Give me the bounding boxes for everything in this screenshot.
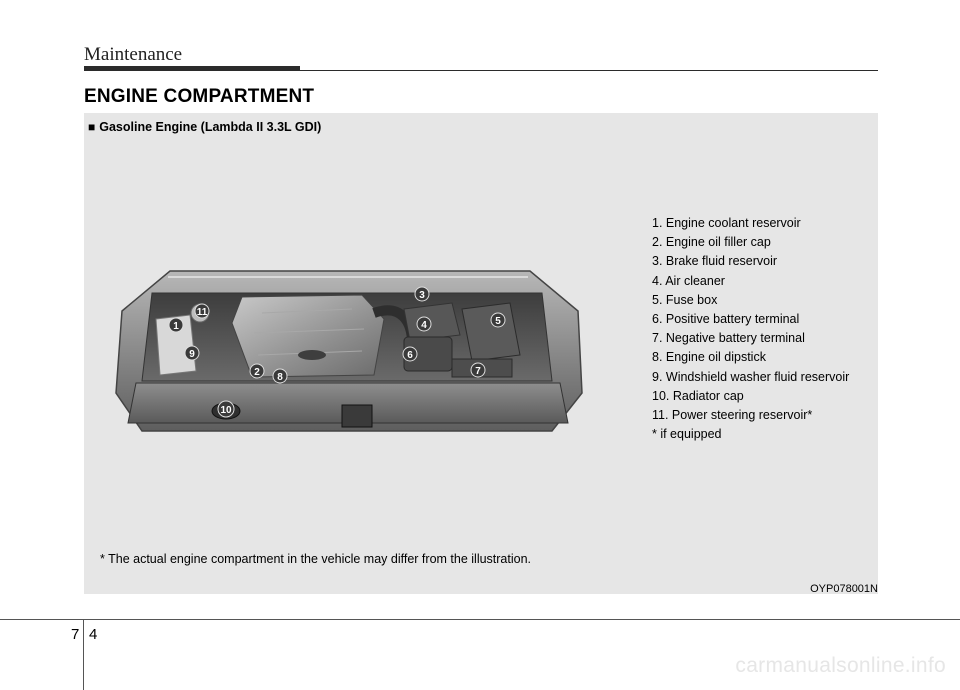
legend-item: 3. Brake fluid reservoir [652, 254, 778, 269]
legend-item: 9. Windshield washer fluid reservoir [652, 369, 850, 384]
callout-11: 11 [194, 303, 210, 319]
figure-footnote: * The actual engine compartment in the v… [100, 552, 532, 566]
figure-subtitle-text: Gasoline Engine (Lambda II 3.3L GDI) [99, 120, 322, 134]
callout-6: 6 [402, 346, 418, 362]
watermark: carmanualsonline.info [735, 654, 946, 677]
engine-cover [231, 294, 385, 378]
svg-text:1: 1 [173, 321, 179, 332]
footer-divider [83, 619, 84, 690]
chapter-number: 7 [71, 626, 80, 643]
page-number: 4 [89, 626, 98, 643]
legend-item: 10. Radiator cap [652, 388, 744, 403]
square-bullet-icon: ■ [88, 120, 96, 134]
svg-text:6: 6 [407, 350, 413, 361]
legend-item: 4. Air cleaner [652, 273, 725, 288]
callout-4: 4 [416, 316, 432, 332]
callout-3: 3 [414, 286, 430, 302]
svg-text:10: 10 [220, 405, 232, 416]
legend-item: 2. Engine oil filler cap [652, 235, 771, 250]
callout-2: 2 [249, 363, 265, 379]
legend-item: 7. Negative battery terminal [652, 331, 805, 346]
svg-text:9: 9 [189, 349, 195, 360]
legend-item: 6. Positive battery terminal [652, 312, 800, 327]
legend-item: 5. Fuse box [652, 292, 718, 307]
svg-text:8: 8 [277, 372, 283, 383]
callout-10: 10 [217, 400, 235, 418]
callout-9: 9 [184, 345, 200, 361]
legend-item: 1. Engine coolant reservoir [652, 216, 801, 230]
callout-1: 1 [168, 317, 184, 333]
svg-text:2: 2 [254, 367, 260, 378]
legend-item: 11. Power steering reservoir* [652, 408, 813, 423]
component-legend: 1. Engine coolant reservoir 2. Engine oi… [652, 214, 849, 444]
figure-subtitle: ■Gasoline Engine (Lambda II 3.3L GDI) [88, 120, 321, 134]
footer-rule [0, 619, 960, 620]
svg-text:3: 3 [419, 290, 425, 301]
svg-text:7: 7 [475, 366, 481, 377]
svg-text:11: 11 [197, 307, 208, 318]
svg-text:4: 4 [421, 320, 427, 331]
callout-5: 5 [490, 312, 506, 328]
header-rule-thin [300, 70, 878, 71]
engine-compartment-illustration: 1 2 3 4 5 6 7 8 9 10 11 [115, 270, 583, 432]
image-code: OYP078001N [810, 583, 878, 595]
header-rule-thick [84, 66, 300, 71]
svg-text:5: 5 [495, 316, 501, 327]
legend-item: 8. Engine oil dipstick [652, 350, 766, 365]
legend-footnote: * if equipped [652, 427, 722, 442]
callout-7: 7 [470, 362, 486, 378]
page-title: ENGINE COMPARTMENT [84, 86, 315, 107]
callout-8: 8 [272, 368, 288, 384]
section-header: Maintenance [84, 44, 183, 65]
